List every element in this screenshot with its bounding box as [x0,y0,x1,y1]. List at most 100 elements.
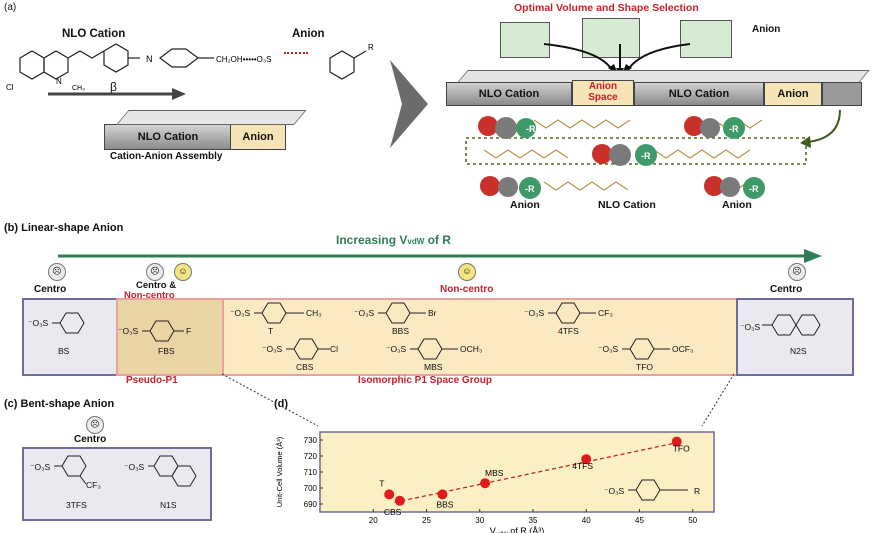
chart-inset-r: R [694,486,701,496]
beta-symbol: β [110,80,117,94]
fbs-f: F [186,326,192,336]
x-axis-label: VvdW of R (Å³) [490,526,545,533]
panel-a-label: (a) [4,2,17,13]
r-badge-1: -R [526,124,536,134]
assembly-anion-block: Anion [230,124,286,150]
data-point [480,478,491,489]
data-point-label: BBS [436,499,453,509]
selection-title: Optimal Volume and Shape Selection [514,2,699,14]
non-centro-mixed-label: Non-centro [124,290,175,301]
bent-anion-box [22,447,212,521]
n-plus-label: N [56,77,62,86]
assembly-caption: Cation-Anion Assembly [110,151,223,162]
n2s-ring [762,314,821,336]
linkage-label: CH₂OH•••••O₃S [216,55,271,64]
y-tick-label: 710 [304,468,318,477]
anion-cube-bent [680,20,732,58]
x-tick-label: 40 [582,516,591,525]
bbs-ring [378,302,426,324]
n2s-label: N2S [790,346,807,356]
zoom-lines [221,373,735,427]
centro-right-label: Centro [770,284,803,295]
bs-label: BS [58,346,70,356]
bbs-br: Br [428,308,437,318]
t-label: T [268,326,274,336]
tfs4-ring [548,302,596,324]
r-badge-5: -R [749,184,759,194]
anion-cube-medium [582,18,640,58]
tfs4-so3: ⁻O₃S [524,308,545,318]
bbs-label: BBS [392,326,410,336]
bottom-cation-label: NLO Cation [598,199,656,211]
mbs-so3: ⁻O₃S [386,344,407,354]
n2s-so3: ⁻O₃S [740,322,761,332]
bbs-so3: ⁻O₃S [354,308,375,318]
sad-face-icon: ☹ [48,263,66,281]
cbs-label: CBS [296,362,314,372]
dipole-arrow [48,88,186,100]
vdw-arrow-label: Increasing VvdW of R [336,233,451,247]
sad-face-icon: ☹ [788,263,806,281]
r-badge-4: -R [525,184,535,194]
x-tick-label: 45 [635,516,644,525]
t-ch3: CH₃ [306,308,322,318]
n1s-label: N1S [160,500,177,510]
row-anion-block: Anion [764,82,822,106]
bottom-anion-label-2: Anion [722,199,752,211]
tfo-ring [622,338,670,360]
mbs-ring [410,338,458,360]
r-badge-2: -R [729,124,739,134]
r-badge-3: -R [641,151,651,161]
sad-face-icon: ☹ [146,263,164,281]
row-end-block [822,82,862,106]
r-group-label: R [368,43,374,52]
nlo-cation-title: NLO Cation [62,28,126,40]
n1s-ring [148,455,197,487]
n1s-so3: ⁻O₃S [124,462,145,472]
t-ring [254,302,304,324]
ch3-label: CH₃ [72,85,85,92]
chart-inset-so3: ⁻O₃S [604,486,625,496]
bs-so3: ⁻O₃S [28,318,49,328]
panel-c-centro: Centro [74,434,107,445]
y-tick-label: 690 [304,500,318,509]
y-tick-label: 700 [304,484,318,493]
y-axis-label: Unit-Cell Volume (Å³) [275,436,284,507]
tfs4-cf3: CF₃ [598,308,613,318]
nlo-cation-structure: N CH₃ Cl N CH₂OH•••••O₃S R [6,43,374,92]
piperidine-n-label: N [146,54,153,64]
data-point [394,495,405,506]
cbs-cl: Cl [330,344,339,354]
anion-title: Anion [292,28,325,40]
sad-face-icon: ☹ [86,416,104,434]
t-so3: ⁻O₃S [230,308,251,318]
data-point-label: MBS [485,468,504,478]
assembly-top-face [116,110,307,125]
data-point-label: T [379,478,384,488]
data-point [437,489,448,500]
x-tick-label: 30 [475,516,484,525]
anion-cube-small [500,22,550,58]
data-point-label: 4TFS [572,461,593,471]
cl-label: Cl [6,83,14,92]
p1-box [222,298,738,376]
pseudo-p1-label: Pseudo-P1 [126,375,178,386]
chart-inset-ring [628,479,688,501]
tfs4-label: 4TFS [558,326,579,336]
tfs3-ring [54,455,87,485]
bs-box [22,298,120,376]
mbs-och3: OCH₃ [460,344,483,354]
tfs3-so3: ⁻O₃S [30,462,51,472]
data-point-label: CBS [384,507,402,517]
y-tick-label: 720 [304,452,318,461]
data-point [581,454,592,465]
row-anion-space: Anion Space [572,80,634,106]
cbs-so3: ⁻O₃S [262,344,283,354]
cbs-ring [286,338,330,360]
panel-b-label: (b) Linear-shape Anion [4,222,124,234]
data-point [671,436,682,447]
n2s-box [736,298,854,376]
assembly-cation-block: NLO Cation [104,124,232,150]
tfo-ocf3: OCF₃ [672,344,694,354]
